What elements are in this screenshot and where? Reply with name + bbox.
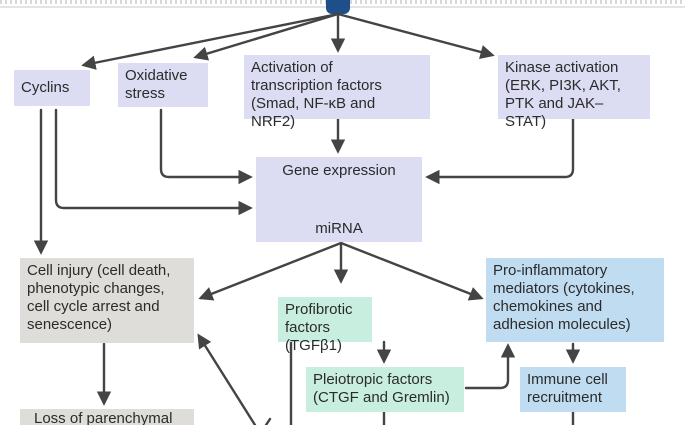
pro-inflammatory-label: Pro-inflammatory mediators (cytokines, c… [493,262,635,333]
arrow-to-cyclins [81,12,340,70]
arrow-to-kinase-activation [336,12,495,59]
arrow-pleiotropic-to-pro-inflammatory [464,343,516,390]
arrow-gene-to-pro-inflammatory [339,241,484,301]
arrow-gene-to-cell-injury [198,241,343,301]
immune-recruitment-box: Immune cell recruitment [520,367,626,412]
arrow-oxidative-to-gene-expression [159,108,253,185]
loss-parenchymal-label: Loss of parenchymal [34,410,173,425]
arrow-cyclins-to-gene-expression [54,108,253,216]
cell-injury-label: Cell injury (cell death, phenotypic chan… [27,262,171,333]
profibrotic-box: Profibrotic factors (TGFβ1) [278,297,372,354]
cell-injury-box: Cell injury (cell death, phenotypic chan… [20,258,194,343]
membrane-receptor [326,0,350,14]
kinase-activation-label: Kinase activation (ERK, PI3K, AKT, PTK a… [505,59,621,130]
loss-parenchymal-box: Loss of parenchymal [20,409,194,425]
gene-expression-title: Gene expression [282,162,396,179]
kinase-activation-box: Kinase activation (ERK, PI3K, AKT, PTK a… [498,55,650,130]
cyclins-box: Cyclins [14,70,90,106]
arrow-to-oxidative-stress [193,12,340,61]
line-bottom-stub [264,417,272,425]
transcription-factors-box: Activation of transcription factors (Sma… [244,55,430,130]
oxidative-stress-label: Oxidative stress [125,67,188,102]
oxidative-stress-box: Oxidative stress [118,63,208,107]
mirna-label: miRNA [315,220,363,237]
profibrotic-label: Profibrotic factors (TGFβ1) [285,301,353,354]
pro-inflammatory-box: Pro-inflammatory mediators (cytokines, c… [486,258,664,342]
cyclins-label: Cyclins [21,79,70,96]
transcription-factors-label: Activation of transcription factors (Sma… [251,59,382,130]
arrow-feedback-to-cell-injury [197,333,257,425]
arrow-kinase-to-gene-expression [425,116,575,185]
gene-expression-box: Gene expression miRNA [256,157,422,242]
pleiotropic-label: Pleiotropic factors (CTGF and Gremlin) [313,371,450,406]
pleiotropic-box: Pleiotropic factors (CTGF and Gremlin) [306,367,464,412]
immune-recruitment-label: Immune cell recruitment [527,371,608,406]
